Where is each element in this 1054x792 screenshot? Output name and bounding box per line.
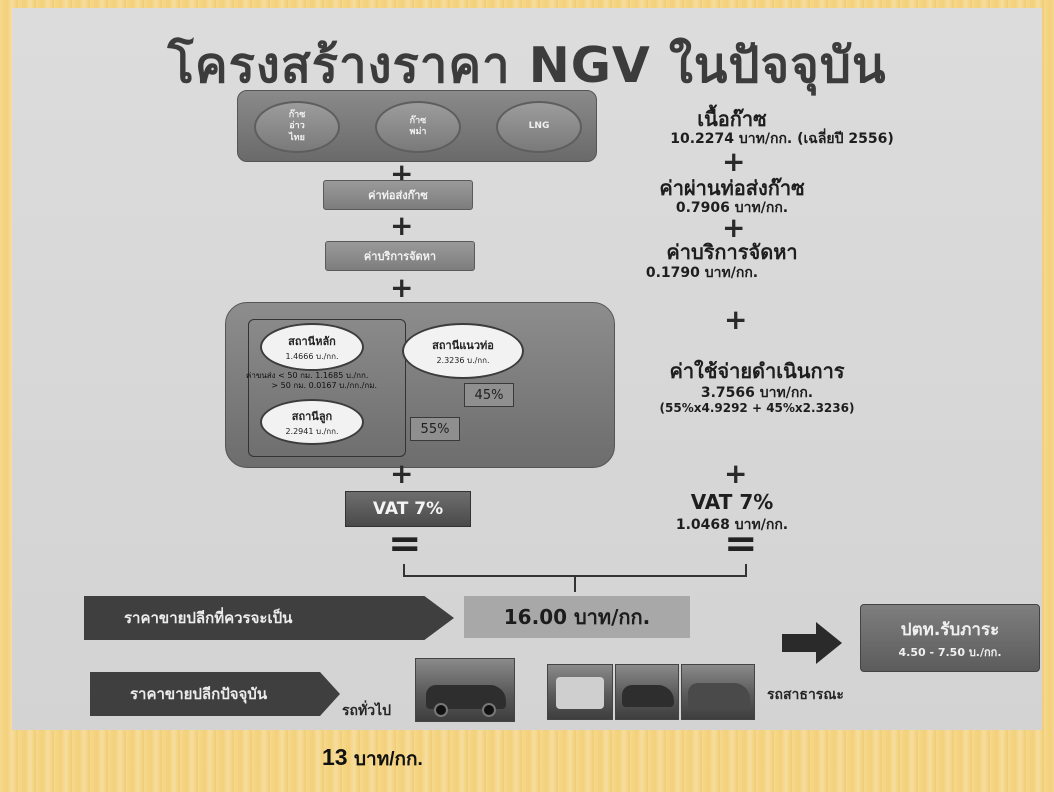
private-car-photo <box>415 658 515 722</box>
pipeline-station-price: 2.3236 บ./กก. <box>436 355 490 365</box>
pipeline-title: ค่าผ่านท่อส่งก๊าซ <box>659 176 805 200</box>
main-station-name: สถานีหลัก <box>288 334 336 348</box>
public-vehicle-photo <box>681 664 755 720</box>
plus-sign: + <box>390 271 414 304</box>
service-fee-box: ค่าบริการจัดหา <box>325 241 475 271</box>
public-vehicle-label: รถสาธารณะ <box>767 687 844 703</box>
operating-cost-value: 3.7566 บาท/กก. <box>700 385 814 401</box>
source-lng: LNG <box>496 101 582 153</box>
main-station-price: 1.4666 บ./กก. <box>285 351 339 361</box>
slide-title: โครงสร้างราคา NGV ในปัจจุบัน <box>167 37 887 94</box>
station-group-frame <box>248 319 406 457</box>
daughter-station-price: 2.2941 บ./กก. <box>285 426 339 436</box>
ptt-range: 4.50 - 7.50 บ./กก. <box>898 645 1002 659</box>
gas-cost-title: เนื้อก๊าซ <box>697 107 767 131</box>
plus-sign: + <box>722 211 746 244</box>
ptt-title: ปตท.รับภาระ <box>900 619 1000 640</box>
operating-cost-title: ค่าใช้จ่ายดำเนินการ <box>669 359 845 383</box>
equals-sign: = <box>724 521 758 567</box>
current-price-unit: บาท/กก. <box>353 749 423 770</box>
plus-sign: + <box>390 457 414 490</box>
vat-left-box: VAT 7% <box>345 491 471 527</box>
operating-cost-formula: (55%x4.9292 + 45%x2.3236) <box>659 401 855 415</box>
arrow-right-icon <box>782 622 842 664</box>
daughter-station-oval: สถานีลูก 2.2941 บ./กก. <box>260 399 364 445</box>
retail-should-arrow: ราคาขายปลีกที่ควรจะเป็น <box>84 596 454 640</box>
retail-current-arrow: ราคาขายปลีกปัจจุบัน <box>90 672 340 716</box>
public-vehicle-photo <box>547 664 613 720</box>
gas-cost-value: 10.2274 บาท/กก. (เฉลี่ยปี 2556) <box>670 131 894 147</box>
pipeline-station-oval: สถานีแนวท่อ 2.3236 บ./กก. <box>402 323 524 379</box>
service-value: 0.1790 บาท/กก. <box>645 265 759 281</box>
private-car-label: รถทั่วไป <box>342 703 392 719</box>
current-price-note: 13 บาท/กก. <box>322 744 423 774</box>
vat-right-value: 1.0468 บาท/กก. <box>675 517 789 533</box>
transport-cost-note: ค่าขนส่ง < 50 กม. 1.1685 บ./กก. > 50 กม.… <box>246 371 378 391</box>
slide: โครงสร้างราคา NGV ในปัจจุบัน ก๊าซ อ่าว ไ… <box>12 8 1042 730</box>
plus-sign: + <box>722 145 746 178</box>
equals-sign: = <box>388 521 422 567</box>
station-panel: สถานีหลัก 1.4666 บ./กก. สถานีแนวท่อ 2.32… <box>225 302 615 468</box>
public-vehicle-photo <box>615 664 679 720</box>
pipeline-fee-box: ค่าท่อส่งก๊าซ <box>323 180 473 210</box>
service-title: ค่าบริการจัดหา <box>666 240 798 264</box>
gas-sources-box: ก๊าซ อ่าว ไทย ก๊าซ พม่า LNG <box>237 90 597 162</box>
pipeline-station-name: สถานีแนวท่อ <box>432 338 494 352</box>
retail-should-price: 16.00 บาท/กก. <box>464 596 690 638</box>
plus-sign: + <box>724 303 748 336</box>
plus-sign: + <box>390 209 414 242</box>
daughter-station-name: สถานีลูก <box>291 409 333 423</box>
plus-sign: + <box>724 457 748 490</box>
daughter-share-box: 55% <box>410 417 460 441</box>
sum-bracket <box>403 564 747 592</box>
vat-right-title: VAT 7% <box>690 490 774 514</box>
ptt-subsidy-box: ปตท.รับภาระ 4.50 - 7.50 บ./กก. <box>860 604 1040 672</box>
current-price-number: 13 <box>322 744 348 770</box>
source-gulf-thailand: ก๊าซ อ่าว ไทย <box>254 101 340 153</box>
main-station-oval: สถานีหลัก 1.4666 บ./กก. <box>260 323 364 371</box>
pipeline-value: 0.7906 บาท/กก. <box>675 200 789 216</box>
source-myanmar: ก๊าซ พม่า <box>375 101 461 153</box>
pipeline-share-box: 45% <box>464 383 514 407</box>
